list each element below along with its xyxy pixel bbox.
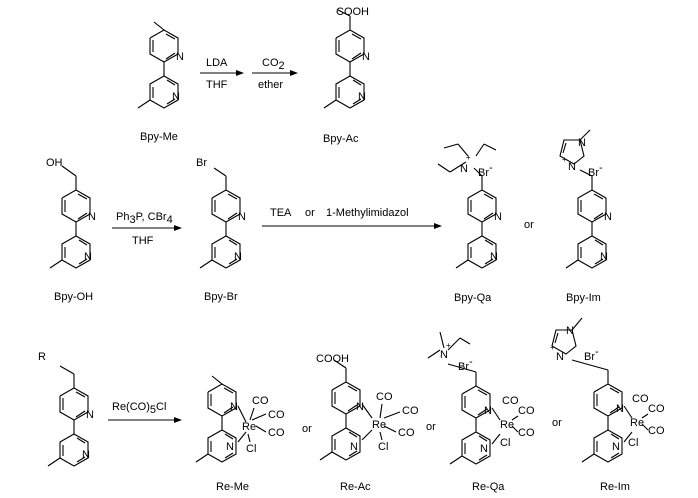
cooh-group: COOH [316,353,349,365]
bpy-me-structure [137,21,179,109]
n-atom: N [480,443,488,455]
re-metal: Re [372,419,386,431]
n-atom: N [604,211,612,223]
bpy-im-structure [559,129,607,269]
plus-charge: + [466,153,471,162]
br-atom: Br [196,157,207,169]
cl-ligand: Cl [500,437,510,449]
label-re-im: Re-Im [600,481,630,493]
re-qa-structure [427,331,501,465]
plus-charge: + [562,155,567,164]
bpy-ac-structure [323,9,365,109]
n-methyl-atom: N [566,325,574,337]
r-group: R [38,351,46,363]
reagent-lda: LDA [206,57,228,69]
reagent-re-co5-cl: Re(CO)5Cl [112,401,166,416]
plus-charge: + [446,341,451,350]
reagent-or: or [305,207,315,219]
or-connector: or [552,417,562,429]
n-atom: N [230,401,238,413]
or-connector: or [302,423,312,435]
n-atom: N [358,91,366,103]
co-ligand: CO [376,391,393,403]
co-ligand: CO [268,409,285,421]
cooh-group: COOH [336,6,369,18]
n-atom: N [84,251,92,263]
reagent-ph3p-cbr4: Ph3P, CBr4 [116,211,173,226]
or-connector: or [524,219,534,231]
n-atom: N [86,409,94,421]
label-bpy-im: Bpy-Im [566,292,601,304]
co-ligand: CO [502,395,519,407]
br-anion: Br- [588,162,603,179]
n-atom: N [484,405,492,417]
n-plus-atom: N [440,349,448,361]
label-bpy-br: Bpy-Br [204,291,238,303]
co-ligand: CO [252,395,269,407]
n-atom: N [176,51,184,63]
plus-charge: + [550,343,555,352]
reagent-methylimidazol: 1-Methylimidazol [326,207,409,219]
oh-group: OH [46,157,63,169]
label-re-ac: Re-Ac [340,481,371,493]
n-atom: N [234,251,242,263]
co-ligand: CO [518,405,535,417]
label-re-qa: Re-Qa [472,481,505,493]
co-ligand: CO [402,405,419,417]
n-atom: N [350,441,358,453]
label-bpy-oh: Bpy-OH [54,291,93,303]
bpy-br-structure [199,167,241,269]
bpy-oh-structure [49,165,91,269]
re-me-structure [195,375,247,463]
n-atom: N [226,441,234,453]
cl-ligand: Cl [378,441,388,453]
n-atom: N [612,441,620,453]
n-plus-atom: N [568,161,576,173]
n-atom: N [88,211,96,223]
cl-ligand: Cl [628,437,638,449]
re-metal: Re [500,419,514,431]
label-bpy-me: Bpy-Me [140,131,178,143]
cl-ligand: Cl [246,443,256,455]
n-atom: N [82,449,90,461]
br-anion: Br- [478,162,493,179]
re-metal: Re [630,417,644,429]
bpy-r-structure [47,365,89,467]
n-atom: N [238,211,246,223]
n-plus-atom: N [460,163,468,175]
co-ligand: CO [648,403,665,415]
br-anion: Br- [584,346,599,363]
n-atom: N [172,91,180,103]
re-im-structure [551,317,633,463]
label-re-me: Re-Me [216,481,249,493]
n-atom: N [600,251,608,263]
n-atom: N [356,401,364,413]
co-ligand: CO [632,393,649,405]
n-atom: N [494,211,502,223]
reagent-thf-2: THF [132,235,154,247]
n-plus-atom: N [556,351,564,363]
co-ligand: CO [398,427,415,439]
re-ac-structure [319,359,373,461]
n-methyl-atom: N [578,137,586,149]
or-connector: or [426,421,436,433]
co-ligand: CO [518,427,535,439]
reagent-tea: TEA [270,207,292,219]
bpy-qa-structure [437,143,497,269]
label-bpy-ac: Bpy-Ac [323,133,359,145]
label-bpy-qa: Bpy-Qa [454,292,492,304]
re-metal: Re [242,421,256,433]
co-ligand: CO [648,425,665,437]
reagent-thf-1: THF [206,79,228,91]
n-atom: N [362,51,370,63]
n-atom: N [490,251,498,263]
co-ligand: CO [268,427,285,439]
reagent-co2: CO2 [262,57,285,72]
n-atom: N [616,403,624,415]
br-anion: Br- [458,356,473,373]
reagent-ether: ether [258,79,283,91]
